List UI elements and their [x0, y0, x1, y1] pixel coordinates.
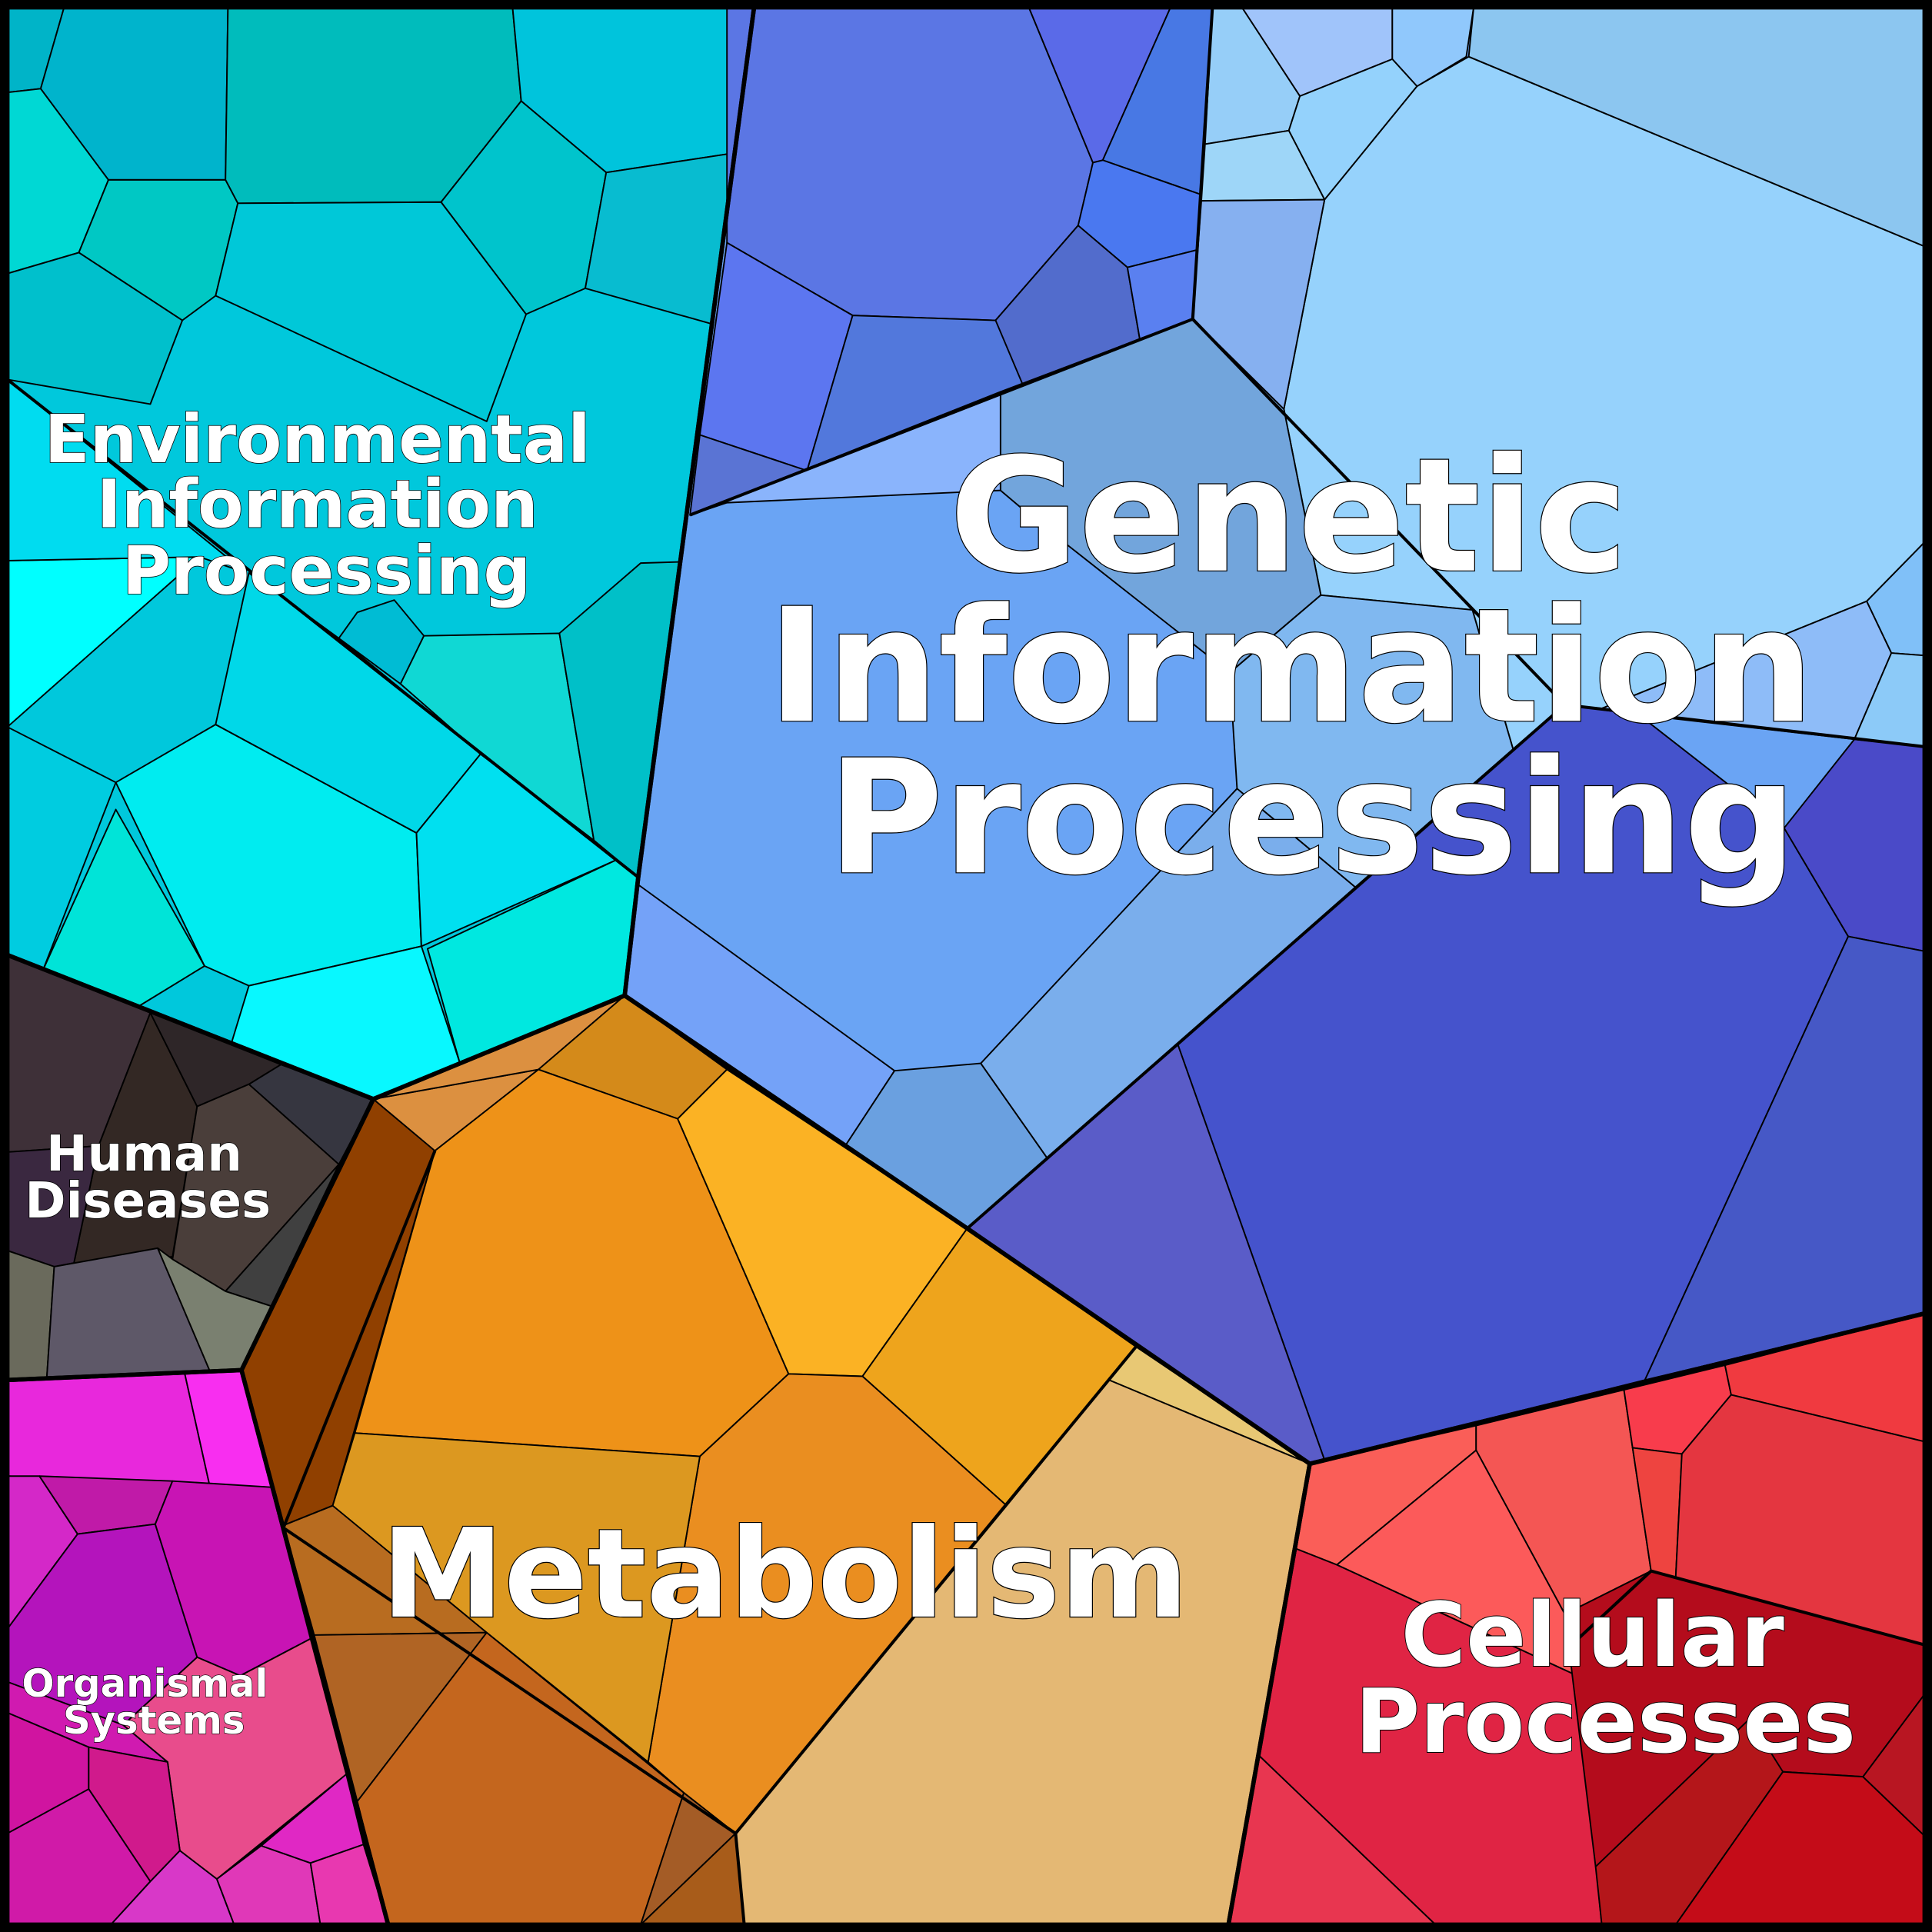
label-organismal-systems: Organismal Systems — [22, 1661, 281, 1743]
label-line: Environmental — [45, 401, 591, 478]
genetic-cells — [624, 6, 1926, 1465]
label-human-diseases: Human Diseases — [25, 1126, 271, 1230]
label-line: Metabolism — [381, 1502, 1189, 1646]
label-cellular-processes: Cellular Processes — [1355, 1584, 1856, 1774]
organismal-systems-cells — [6, 1369, 389, 1926]
label-line: Genetic — [949, 425, 1627, 608]
label-environmental-information-processing: Environmental Information Processing — [45, 401, 614, 610]
label-line: Systems — [63, 1698, 245, 1743]
label-line: Diseases — [25, 1173, 271, 1230]
label-metabolism: Metabolism — [381, 1502, 1189, 1646]
environmental-cells — [6, 6, 755, 1100]
label-genetic-information-processing: Genetic Information Processing — [768, 425, 1869, 911]
label-line: Cellular — [1401, 1584, 1784, 1687]
label-line: Human — [46, 1126, 242, 1183]
human-diseases-cells — [6, 954, 375, 1381]
label-line: Processes — [1355, 1671, 1856, 1774]
label-line: Processing — [122, 533, 531, 610]
label-line: Processing — [828, 727, 1797, 910]
label-line: Organismal — [22, 1661, 268, 1706]
metabolism-cells — [241, 994, 1311, 1926]
label-line: Information — [97, 467, 538, 544]
label-line: Information — [768, 575, 1814, 758]
cellular-processes-cells — [1227, 1312, 1926, 1926]
